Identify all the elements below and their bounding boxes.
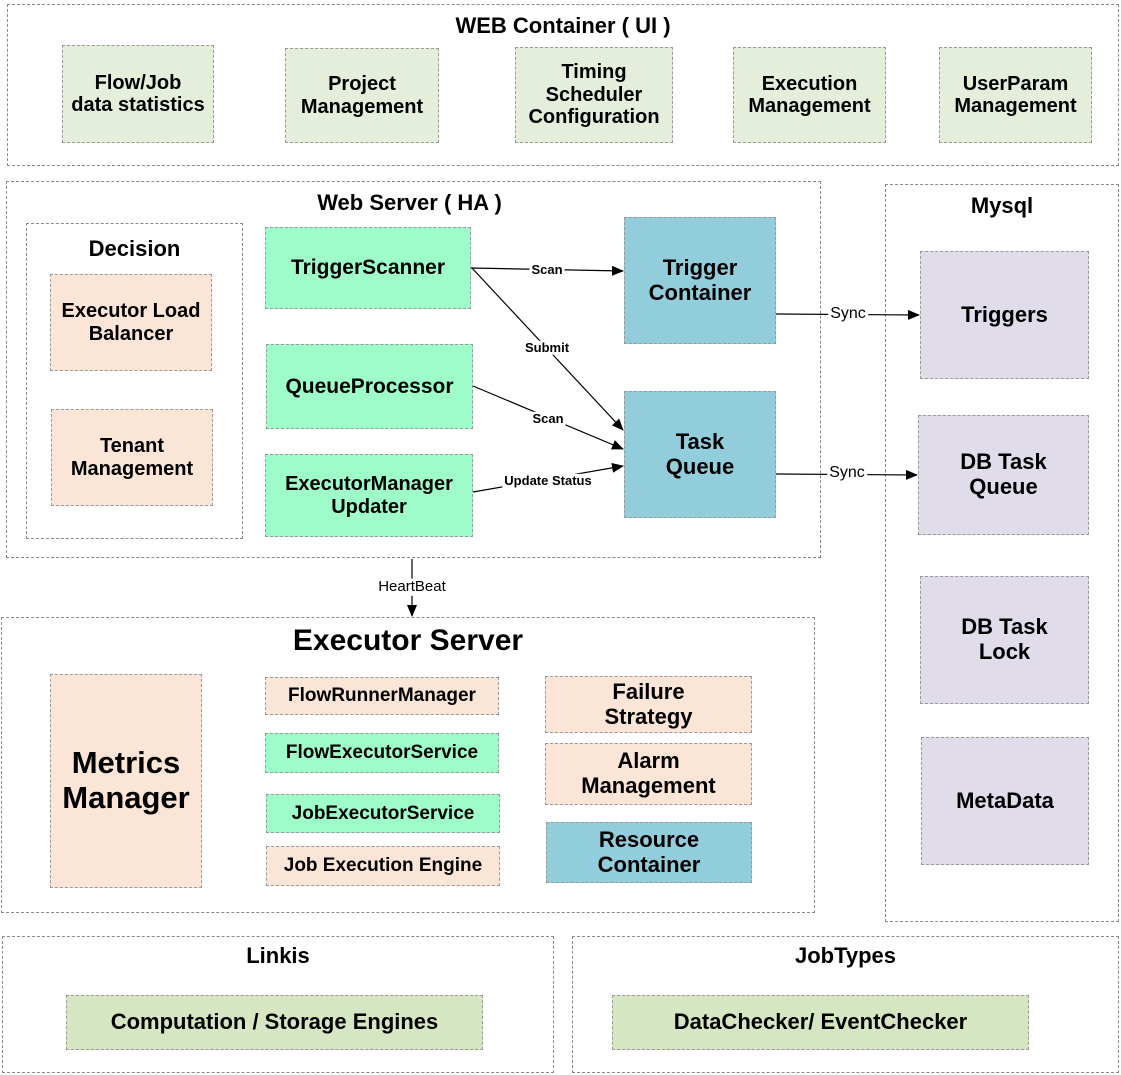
mysql-metadata: MetaData: [921, 737, 1089, 865]
edge-label-scan-queue: Scan: [530, 410, 566, 427]
edge-label-heartbeat: HeartBeat: [376, 577, 448, 596]
metrics-manager: Metrics Manager: [50, 674, 202, 888]
edge-label-update-status: Update Status: [502, 472, 594, 489]
mysql-title: Mysql: [970, 193, 1034, 218]
web-server-container: Web Server ( HA ): [6, 181, 821, 558]
ui-timing-scheduler-configuration: Timing Scheduler Configuration: [515, 47, 673, 143]
decision-container: Decision: [26, 223, 243, 539]
executor-manager-updater: ExecutorManager Updater: [265, 454, 473, 537]
jobtypes-title: JobTypes: [794, 943, 897, 968]
executor-load-balancer: Executor Load Balancer: [50, 274, 212, 371]
alarm-management: Alarm Management: [545, 743, 752, 805]
jobtypes-container: JobTypes: [572, 936, 1119, 1073]
ui-flow-job-statistics: Flow/Job data statistics: [62, 45, 214, 143]
flow-executor-service: FlowExecutorService: [265, 733, 499, 773]
datachecker-eventchecker: DataChecker/ EventChecker: [612, 995, 1029, 1050]
edge-label-sync-queue: Sync: [827, 464, 867, 482]
edge-label-submit: Submit: [522, 339, 572, 356]
queue-processor: QueueProcessor: [266, 344, 473, 429]
job-executor-service: JobExecutorService: [266, 794, 500, 833]
mysql-container: Mysql: [885, 184, 1119, 922]
job-execution-engine: Job Execution Engine: [266, 846, 500, 886]
web-container: WEB Container ( UI ): [7, 4, 1119, 166]
flow-runner-manager: FlowRunnerManager: [265, 677, 499, 715]
resource-container: Resource Container: [546, 822, 752, 883]
tenant-management: Tenant Management: [51, 409, 213, 506]
ui-execution-management: Execution Management: [733, 47, 886, 143]
trigger-scanner: TriggerScanner: [265, 227, 471, 309]
decision-title: Decision: [88, 236, 181, 261]
web-server-title: Web Server ( HA ): [317, 190, 502, 215]
edge-label-scan-trigger: Scan: [529, 261, 565, 278]
mysql-triggers: Triggers: [920, 251, 1089, 379]
linkis-container: Linkis: [2, 936, 554, 1073]
ui-project-management: Project Management: [285, 48, 439, 143]
task-queue: Task Queue: [624, 391, 776, 518]
executor-server-title: Executor Server: [292, 624, 524, 657]
failure-strategy: Failure Strategy: [545, 676, 752, 733]
computation-storage-engines: Computation / Storage Engines: [66, 995, 483, 1050]
mysql-db-task-lock: DB Task Lock: [920, 576, 1089, 704]
mysql-db-task-queue: DB Task Queue: [918, 415, 1089, 535]
ui-userparam-management: UserParam Management: [939, 47, 1092, 143]
edge-label-sync-triggers: Sync: [828, 305, 868, 323]
web-container-title: WEB Container ( UI ): [455, 13, 671, 38]
trigger-container: Trigger Container: [624, 217, 776, 344]
linkis-title: Linkis: [246, 943, 310, 968]
executor-server-container: Executor Server: [1, 617, 815, 913]
